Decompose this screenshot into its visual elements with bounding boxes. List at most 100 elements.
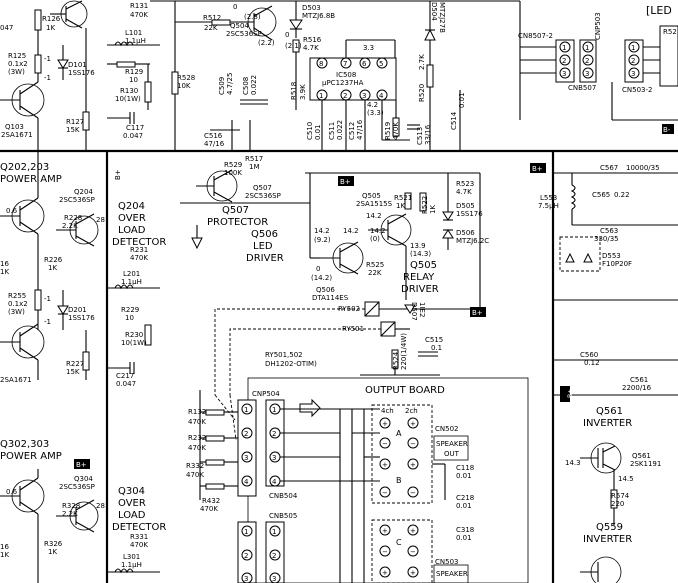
q504-type: 2SC536SP	[226, 30, 262, 38]
r574-value: 220	[611, 500, 624, 508]
cn-pin1b: 1	[585, 44, 589, 52]
spk-minus-3: −	[410, 440, 416, 448]
r529-value: 100K	[224, 169, 242, 177]
c516-ref: C516	[204, 132, 223, 140]
v06-a: 0.6	[6, 207, 18, 215]
cn-pin2c: 2	[631, 57, 635, 65]
q507-func: PROTECTOR	[207, 217, 268, 228]
ic508-pin4: 4	[379, 92, 384, 100]
v06-b: 0.6	[6, 488, 18, 496]
cn502-label: CN502	[435, 425, 459, 433]
r332-ref: R332	[186, 462, 204, 470]
cn503b-label: CN503	[435, 558, 459, 566]
b-plus-q204: B+	[114, 169, 122, 180]
q202-power-amp: Q202,203 POWER AMP 0.6 2SA1671 16 1K R25…	[0, 151, 95, 384]
cn-pin2b: 2	[585, 57, 589, 65]
speaker-b-label: B	[396, 476, 402, 485]
r131-ref: R131	[130, 2, 148, 10]
cnp504-pin2: 2	[244, 430, 248, 438]
psu-section: B+ C567 10000/35 C565 0.22 L553 7.5μH C5…	[530, 163, 678, 583]
v142b-a: (14.2)	[311, 274, 332, 282]
d506-type: MTZJ6.2C	[456, 237, 489, 245]
cnb504-pin2: 2	[272, 430, 276, 438]
d201-type: 1SS176	[68, 314, 95, 322]
c560-ref: C560	[580, 351, 598, 359]
r129-value: 10	[129, 76, 138, 84]
c511-ref: C511	[328, 122, 336, 140]
d505-ref: D505	[456, 202, 475, 210]
cnp504-pin1: 1	[244, 406, 248, 414]
r522-value: 1K	[429, 205, 437, 214]
r125-watt: (3W)	[8, 68, 25, 76]
r519-ref: R519	[384, 122, 392, 140]
b-plus-relay: B+	[472, 309, 483, 317]
c218-value: 0.01	[456, 502, 472, 510]
d553-type: F10P20F	[602, 260, 632, 268]
spk-plus-5: +	[382, 527, 388, 535]
c560-value: 0.12	[584, 359, 600, 367]
v92-a: (9.2)	[314, 236, 331, 244]
q505-sub1: RELAY	[403, 272, 435, 283]
ic508-ref: IC508	[336, 71, 356, 79]
r228-ref: R228	[64, 214, 82, 222]
c510-value: 0.01	[314, 124, 322, 140]
q506-led-driver: Q506 LED DRIVER 14.2 (9.2) 14.2 0 (14.2)…	[246, 173, 384, 302]
spk-minus-2: −	[382, 489, 388, 497]
c512-ref: C512	[348, 122, 356, 140]
c510-ref: C510	[306, 122, 314, 140]
ch4-label: 4ch	[381, 407, 394, 415]
r52-label: R52	[663, 28, 677, 36]
r518-value: 3.9K	[299, 84, 307, 100]
q204-type-small: 2SC536SP	[59, 196, 95, 204]
q506-type: DTA114ES	[312, 294, 349, 302]
r521-ref: R521	[394, 194, 412, 202]
q505-relay-driver: B+ Q505 2SA1515S 14.2 14.2 (0) R521 1K R…	[338, 173, 489, 300]
spk-minus-7: −	[410, 548, 416, 556]
v142-a: 14.2	[314, 227, 330, 235]
r125-ref: R125	[8, 52, 26, 60]
r328-value: 2.2K	[62, 510, 78, 518]
c512-value: 47/16	[356, 119, 364, 140]
c318-value: 0.01	[456, 534, 472, 542]
cnb504-pin3: 3	[272, 454, 276, 462]
v21-label: (2.1)	[285, 42, 302, 50]
c513-value: 33/16	[424, 124, 432, 145]
r226-value: 1K	[48, 264, 57, 272]
q507-protector: C516 47/16 R529 100K R517 1M Q507 2SC536…	[196, 120, 281, 228]
spk-minus-4: −	[410, 489, 416, 497]
v42-label: 4.2	[367, 101, 378, 109]
v145-a: 14.5	[618, 475, 634, 483]
v1k-b: 1K	[0, 551, 9, 559]
b-plus-q302: B+	[76, 461, 87, 469]
c514-value: 0.01	[458, 92, 466, 108]
q204-sub2: LOAD	[118, 225, 146, 236]
v139-a: 13.9	[410, 242, 426, 250]
r512-value: 22K	[204, 24, 218, 32]
d505-type: 1SS176	[456, 210, 483, 218]
r512-ref: R512	[203, 14, 221, 22]
cn-pin3b: 3	[585, 70, 589, 78]
spk-minus-1: −	[382, 440, 388, 448]
r226-ref: R226	[44, 256, 63, 264]
r517-ref: R517	[245, 155, 263, 163]
q561-func: INVERTER	[583, 418, 632, 429]
cn-pin1c: 1	[631, 44, 635, 52]
c118-ref: C118	[456, 464, 474, 472]
l301-value: 1.1μH	[121, 561, 142, 569]
q559-func: INVERTER	[583, 534, 632, 545]
r255-value: 0.1x2	[8, 300, 28, 308]
r519-value: 470K	[392, 122, 400, 140]
c513-ref: C513	[416, 127, 424, 145]
v1k-a: 1K	[0, 268, 9, 276]
q203-type: 2SA1671	[0, 376, 32, 384]
q506-title: Q506	[251, 229, 278, 240]
cn-pin2: 2	[562, 57, 566, 65]
r255-ref: R255	[8, 292, 26, 300]
spk-plus-3: +	[410, 420, 416, 428]
v-neg1-a: -1	[44, 55, 51, 63]
ch2-label: 2ch	[405, 407, 418, 415]
c509-value: 4.7/25	[226, 73, 234, 95]
c567-ref: C567	[600, 164, 618, 172]
l101-network: R131 470K L101 1.1μH R129 10 R130 10(1W)…	[107, 2, 160, 140]
